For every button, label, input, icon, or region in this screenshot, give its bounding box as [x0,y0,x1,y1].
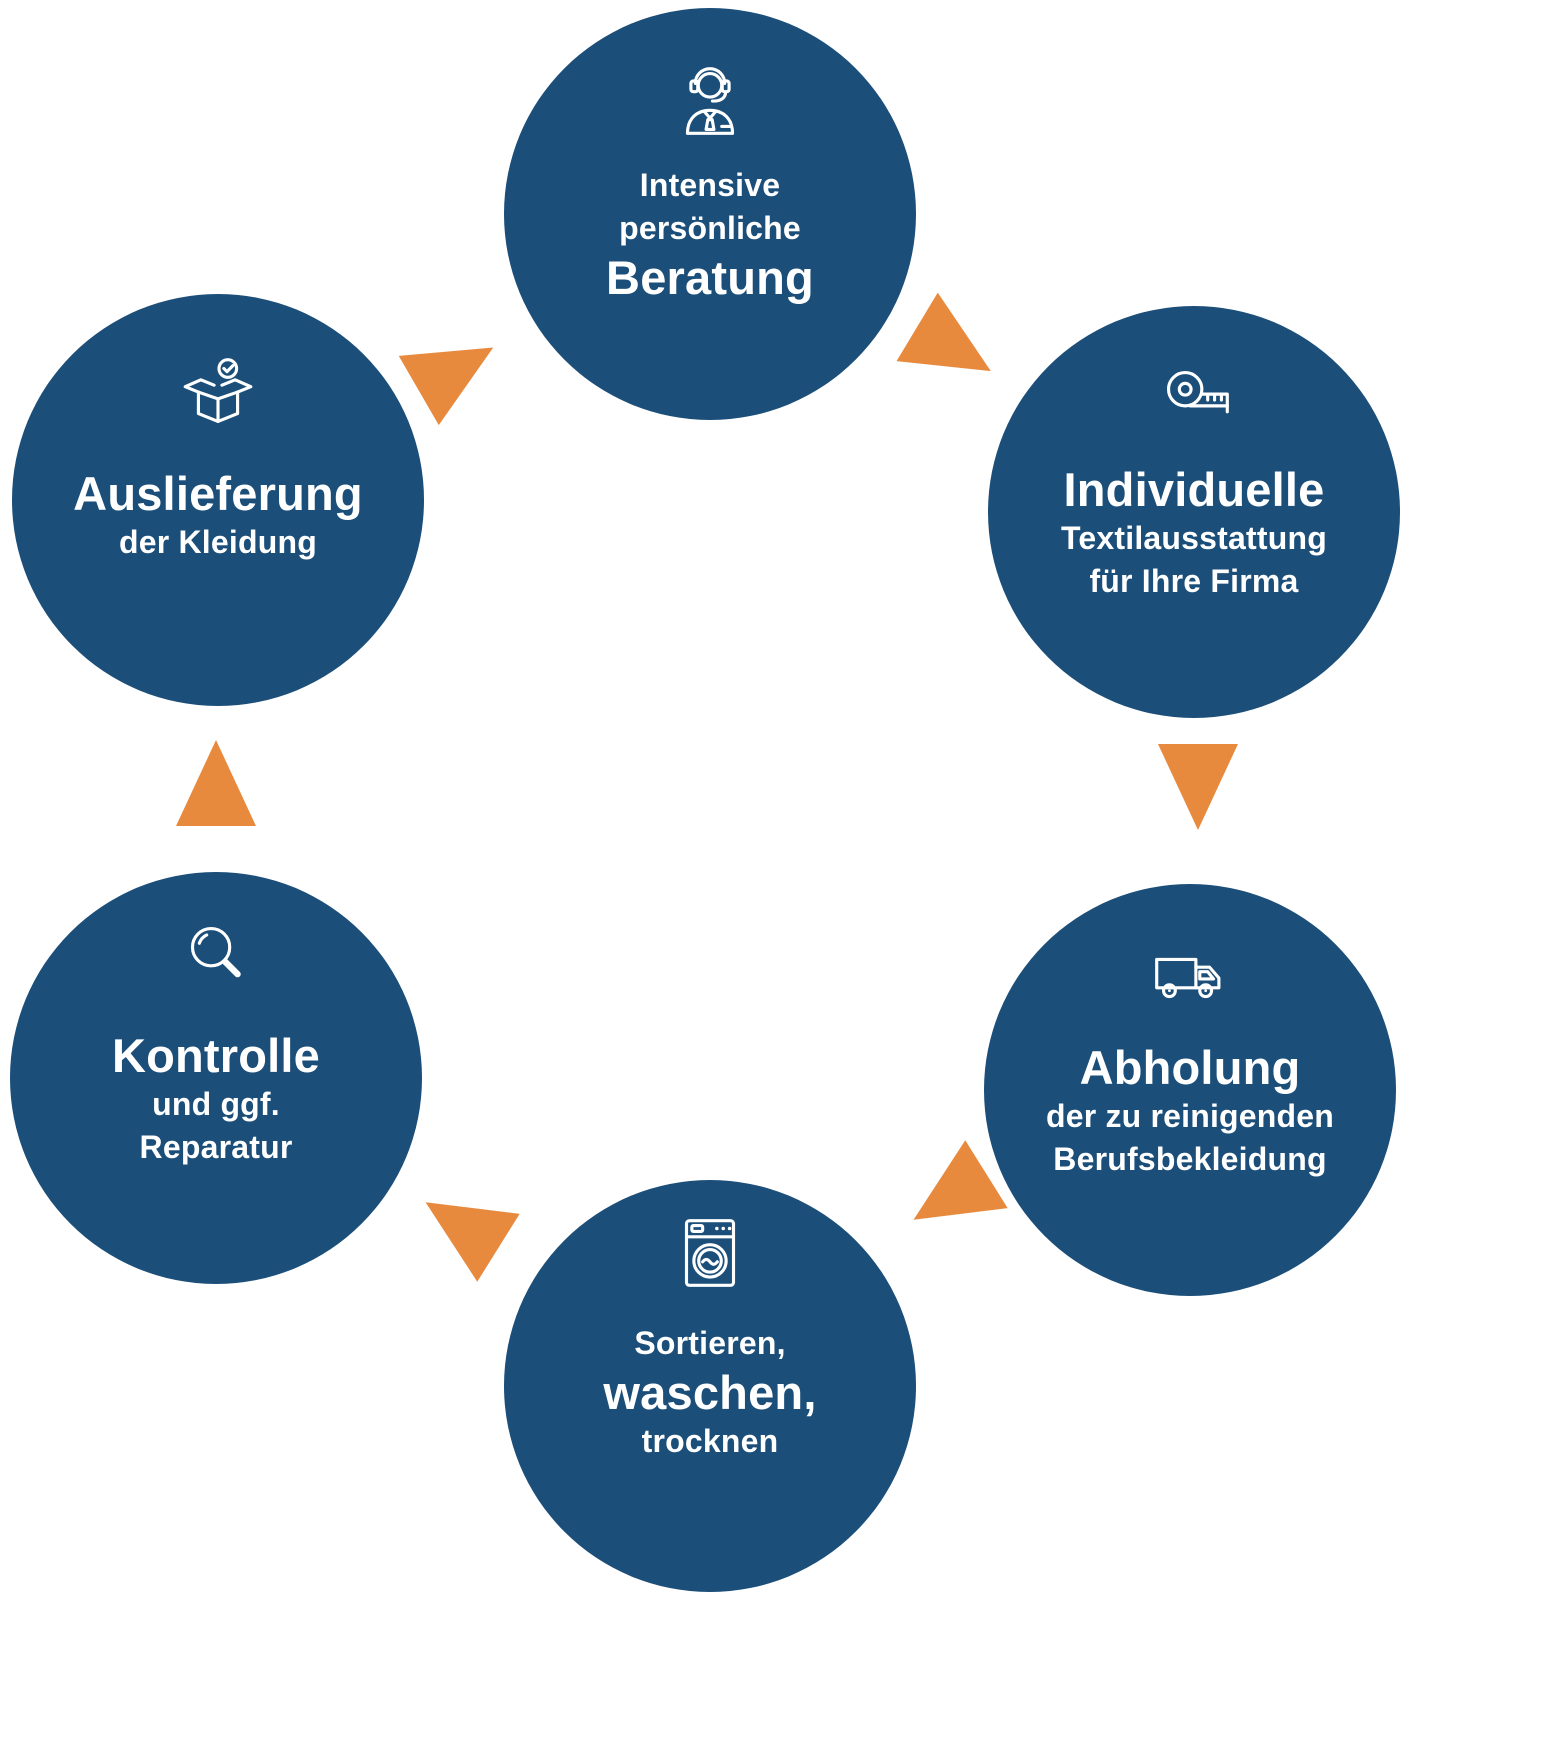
step-text-line: waschen, [603,1365,817,1419]
step-text-line: Intensive [639,167,781,203]
step-text-line: Sortieren, [634,1325,786,1361]
tape-measure-icon [1147,352,1241,448]
magnifying-glass-icon [169,908,263,1004]
step-text-line: Individuelle [1063,463,1325,516]
step-text-line: der Kleidung [119,524,317,561]
flow-arrow-sortieren-to-kontrolle-icon [400,1164,524,1286]
flow-arrow-beratung-to-individuelle-icon [892,288,1015,409]
open-box-check-icon [171,346,265,442]
step-text-line: persönliche [619,209,801,246]
step-circle-auslieferung: Auslieferung der Kleidung [12,294,424,706]
delivery-truck-icon [1143,930,1237,1026]
step-label-abholung: Abholung der zu reinigenden Berufsbeklei… [1008,1040,1372,1181]
step-text-line: Auslieferung [73,467,363,520]
washing-machine-icon [663,1206,757,1302]
step-text-line: Beratung [606,250,814,304]
step-label-beratung: Intensive persönliche Beratung [528,164,892,305]
step-text-line: Textilausstattung [1061,520,1327,557]
step-label-auslieferung: Auslieferung der Kleidung [36,466,400,564]
step-circle-beratung: Intensive persönliche Beratung [504,8,916,420]
step-circle-individuelle-textilausstattung: Individuelle Textilausstattung für Ihre … [988,306,1400,718]
flow-arrow-individuelle-to-abholung-icon [1155,741,1241,833]
step-text-line: Reparatur [139,1129,293,1166]
step-label-sortieren: Sortieren, waschen, trocknen [528,1322,892,1463]
flow-arrow-abholung-to-sortieren-icon [888,1136,1012,1258]
step-text-line: Berufsbekleidung [1053,1141,1327,1178]
step-text-line: und ggf. [152,1086,280,1123]
step-circle-sortieren-waschen-trocknen: Sortieren, waschen, trocknen [504,1180,916,1592]
step-text-line: Kontrolle [111,1029,321,1082]
flow-arrow-kontrolle-to-auslieferung-icon [173,737,259,829]
step-text-line: der zu reinigenden [1045,1098,1335,1135]
support-agent-icon [663,54,757,150]
step-text-line: für Ihre Firma [1089,563,1299,600]
step-label-individuelle: Individuelle Textilausstattung für Ihre … [1012,462,1376,603]
flow-arrow-auslieferung-to-beratung-icon [395,309,518,429]
step-label-kontrolle: Kontrolle und ggf. Reparatur [34,1028,398,1169]
step-text-line: Abholung [1079,1041,1301,1094]
step-circle-kontrolle: Kontrolle und ggf. Reparatur [10,872,422,1284]
step-text-line: trocknen [641,1423,779,1460]
step-circle-abholung: Abholung der zu reinigenden Berufsbeklei… [984,884,1396,1296]
